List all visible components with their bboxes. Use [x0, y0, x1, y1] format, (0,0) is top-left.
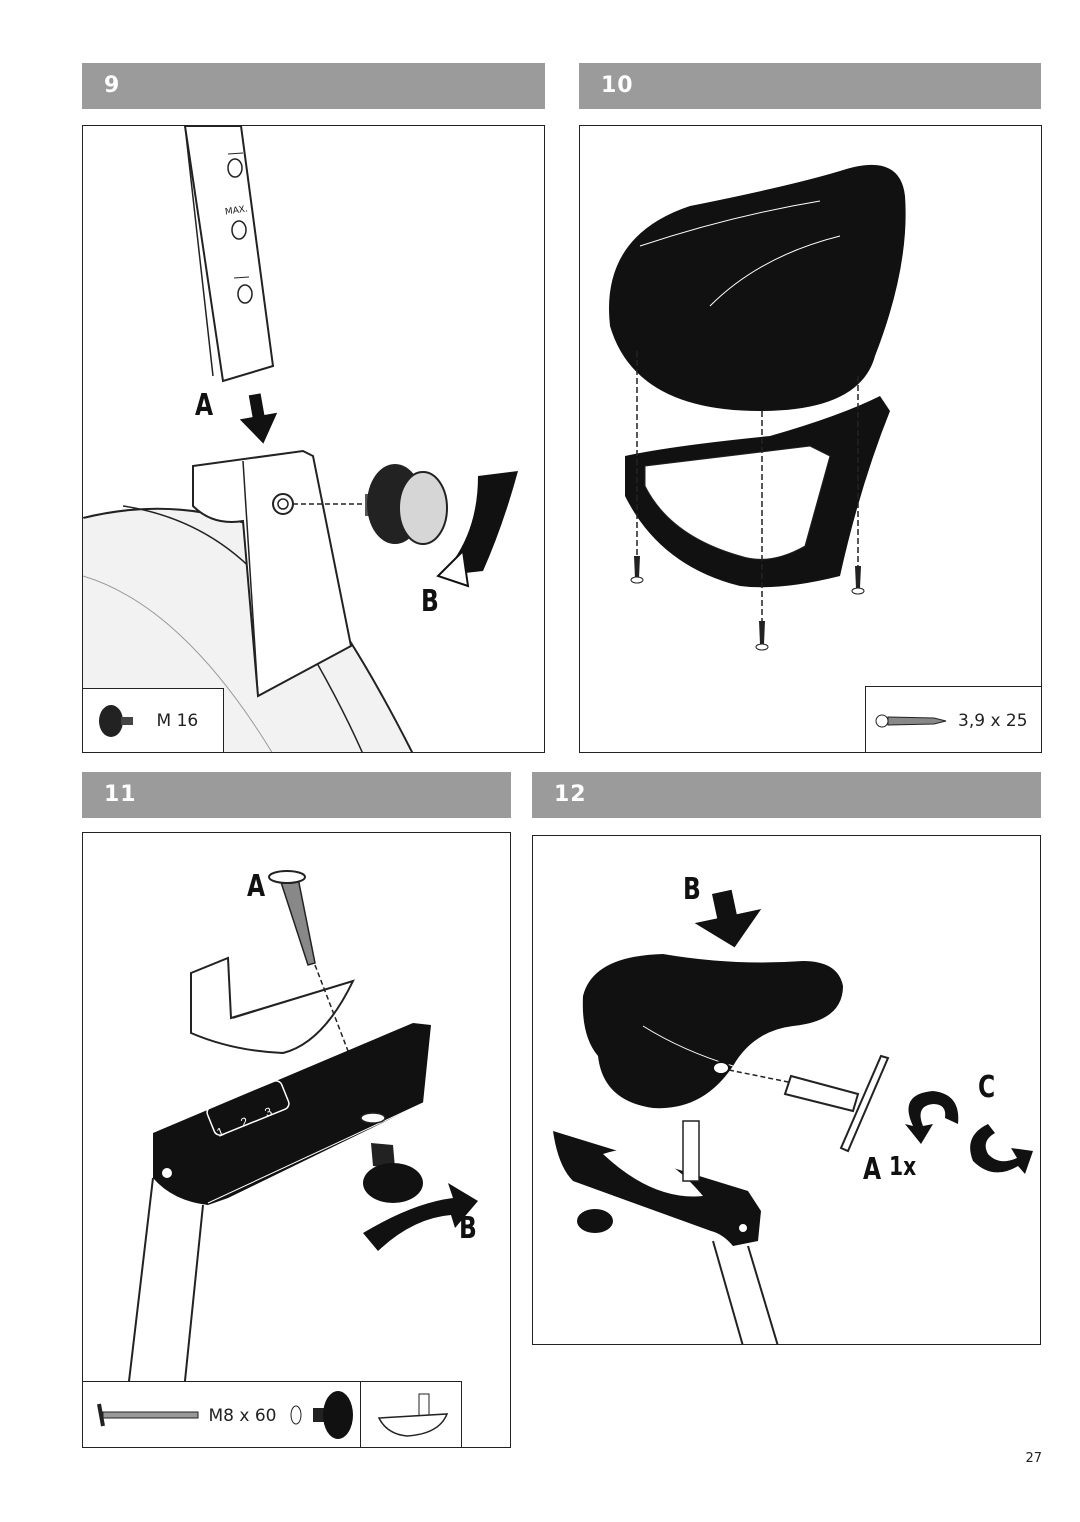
step-11-illustration	[120, 870, 478, 1447]
step-12-number: 12	[554, 782, 587, 807]
step-12-callout-b: B	[683, 872, 701, 907]
step-12-callout-c: C	[978, 1070, 996, 1105]
page-number: 27	[1025, 1451, 1042, 1466]
bracket-icon	[377, 1393, 449, 1437]
step-12-panel: B C A 1x	[532, 835, 1041, 1345]
step-11-panel: A B 1 2 3 M8 x 60	[82, 832, 511, 1448]
step-9-part-label: M 16	[156, 711, 199, 731]
step-11-part-label: M8 x 60	[208, 1406, 277, 1426]
step-11-callout-b: B	[459, 1211, 477, 1246]
step-9-panel: A B MAX. M 16	[82, 125, 545, 753]
step-10-part-box: 3,9 x 25	[865, 686, 1041, 752]
washer-knob-icon	[290, 1391, 353, 1439]
step-9-number: 9	[104, 73, 121, 98]
step-12-count-label: 1x	[889, 1152, 917, 1182]
step-10-number: 10	[601, 73, 634, 98]
carriage-bolt-icon	[96, 1403, 198, 1427]
knob-icon	[98, 705, 133, 737]
step-10-part-label: 3,9 x 25	[958, 711, 1028, 731]
step-11-part-box: M8 x 60	[83, 1381, 361, 1447]
step-9-header: 9	[82, 63, 545, 109]
step-9-illustration	[83, 126, 518, 752]
step-9-part-box: M 16	[83, 688, 224, 752]
screw-icon	[875, 714, 947, 728]
step-11-callout-a: A	[247, 869, 266, 904]
step-11-bracket-box	[360, 1381, 462, 1447]
step-12-header: 12	[532, 772, 1041, 818]
step-10-illustration	[609, 164, 906, 651]
step-9-callout-b: B	[421, 584, 439, 619]
step-9-callout-a: A	[195, 388, 214, 423]
step-10-header: 10	[579, 63, 1041, 109]
step-11-number: 11	[104, 782, 137, 807]
step-10-panel: 3,9 x 25	[579, 125, 1042, 753]
step-12-illustration	[553, 889, 1033, 1344]
step-11-header: 11	[82, 772, 511, 818]
step-12-callout-a: A	[863, 1152, 882, 1187]
